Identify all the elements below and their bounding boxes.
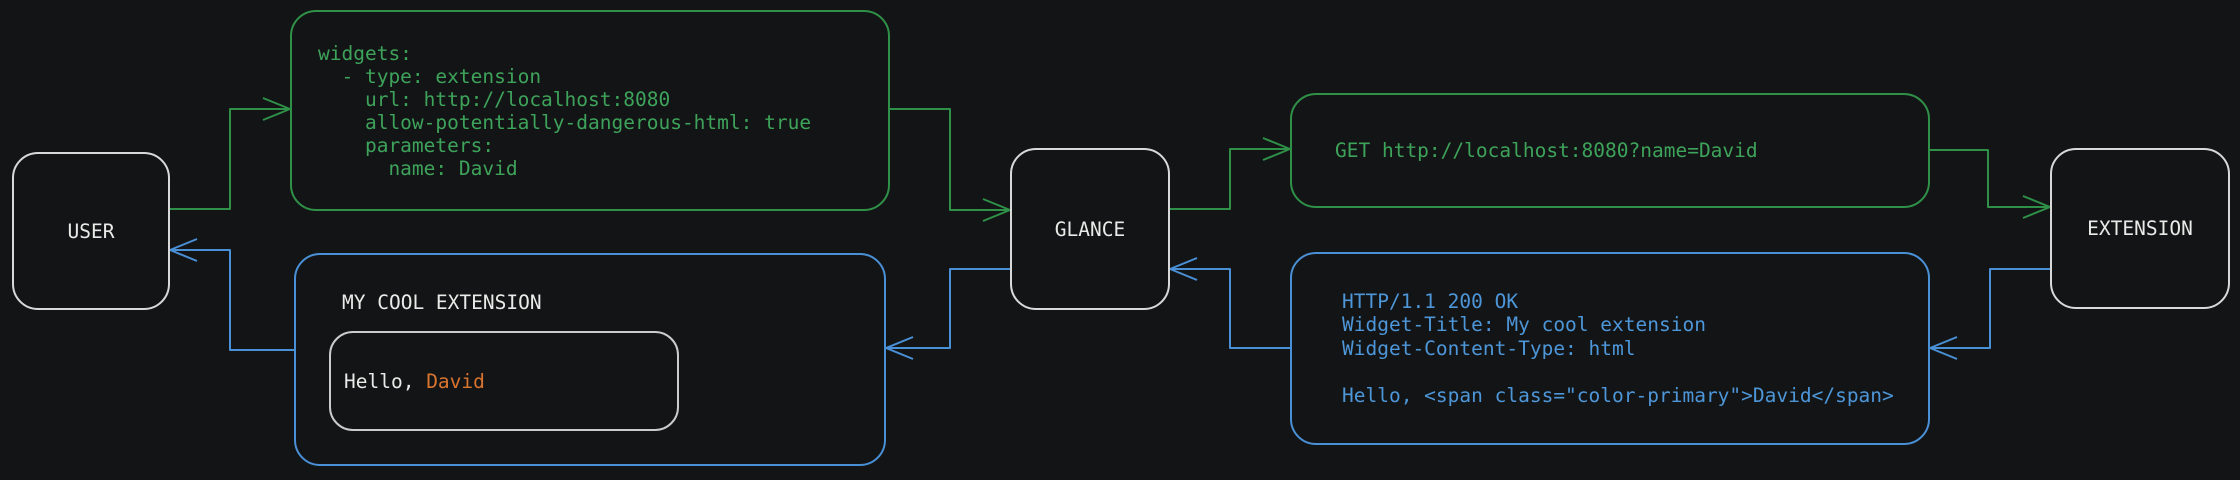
node-extension-label: EXTENSION: [2087, 217, 2193, 240]
edge-glance-to-request: [1170, 148, 1288, 210]
config-line: - type: extension: [318, 64, 542, 88]
http-response-box: HTTP/1.1 200 OK Widget-Title: My cool ex…: [1290, 252, 1930, 445]
config-line: name: David: [318, 156, 518, 180]
request-line: GET http://localhost:8080?name=David: [1335, 139, 1758, 162]
node-glance-label: GLANCE: [1054, 217, 1126, 241]
edge-request-to-extension: [1930, 149, 2048, 208]
edge-widget-to-user: [172, 249, 294, 351]
http-request-box: GET http://localhost:8080?name=David: [1290, 93, 1930, 208]
config-line: url: http://localhost:8080: [318, 87, 671, 111]
edge-glance-to-widget: [888, 268, 1010, 349]
widget-title: MY COOL EXTENSION: [342, 291, 542, 314]
response-line: Hello, <span class="color-primary">David…: [1342, 383, 1894, 407]
config-line: allow-potentially-dangerous-html: true: [318, 110, 812, 134]
node-user-label: USER: [67, 219, 115, 243]
widget-content-frame: Hello, David: [329, 331, 679, 431]
edge-glance-to-widget-arrowhead: [885, 336, 914, 360]
widget-greeting: Hello, David: [344, 370, 485, 393]
edge-extension-to-response-arrowhead: [1929, 336, 1958, 360]
edge-extension-to-response: [1932, 268, 2050, 349]
node-glance: GLANCE: [1010, 148, 1170, 310]
response-line: Widget-Content-Type: html: [1342, 336, 1636, 360]
edge-config-to-glance: [890, 108, 1008, 211]
edge-response-to-glance-arrowhead: [1169, 257, 1198, 281]
response-line: [1342, 360, 1928, 384]
widget-greeting-prefix: Hello,: [344, 369, 427, 393]
config-yaml-box: widgets: - type: extension url: http://l…: [290, 10, 890, 211]
response-line: HTTP/1.1 200 OK: [1342, 289, 1519, 313]
edge-response-to-glance: [1172, 268, 1290, 349]
edge-widget-to-user-arrowhead: [169, 238, 198, 262]
node-user: USER: [12, 152, 170, 310]
config-line: parameters:: [318, 133, 495, 157]
widget-greeting-name: David: [426, 369, 485, 393]
node-extension: EXTENSION: [2050, 148, 2230, 309]
edge-user-to-config: [170, 108, 288, 210]
config-line: widgets:: [318, 41, 412, 65]
rendered-widget-box: MY COOL EXTENSION Hello, David: [294, 253, 886, 466]
response-line: Widget-Title: My cool extension: [1342, 313, 1706, 337]
